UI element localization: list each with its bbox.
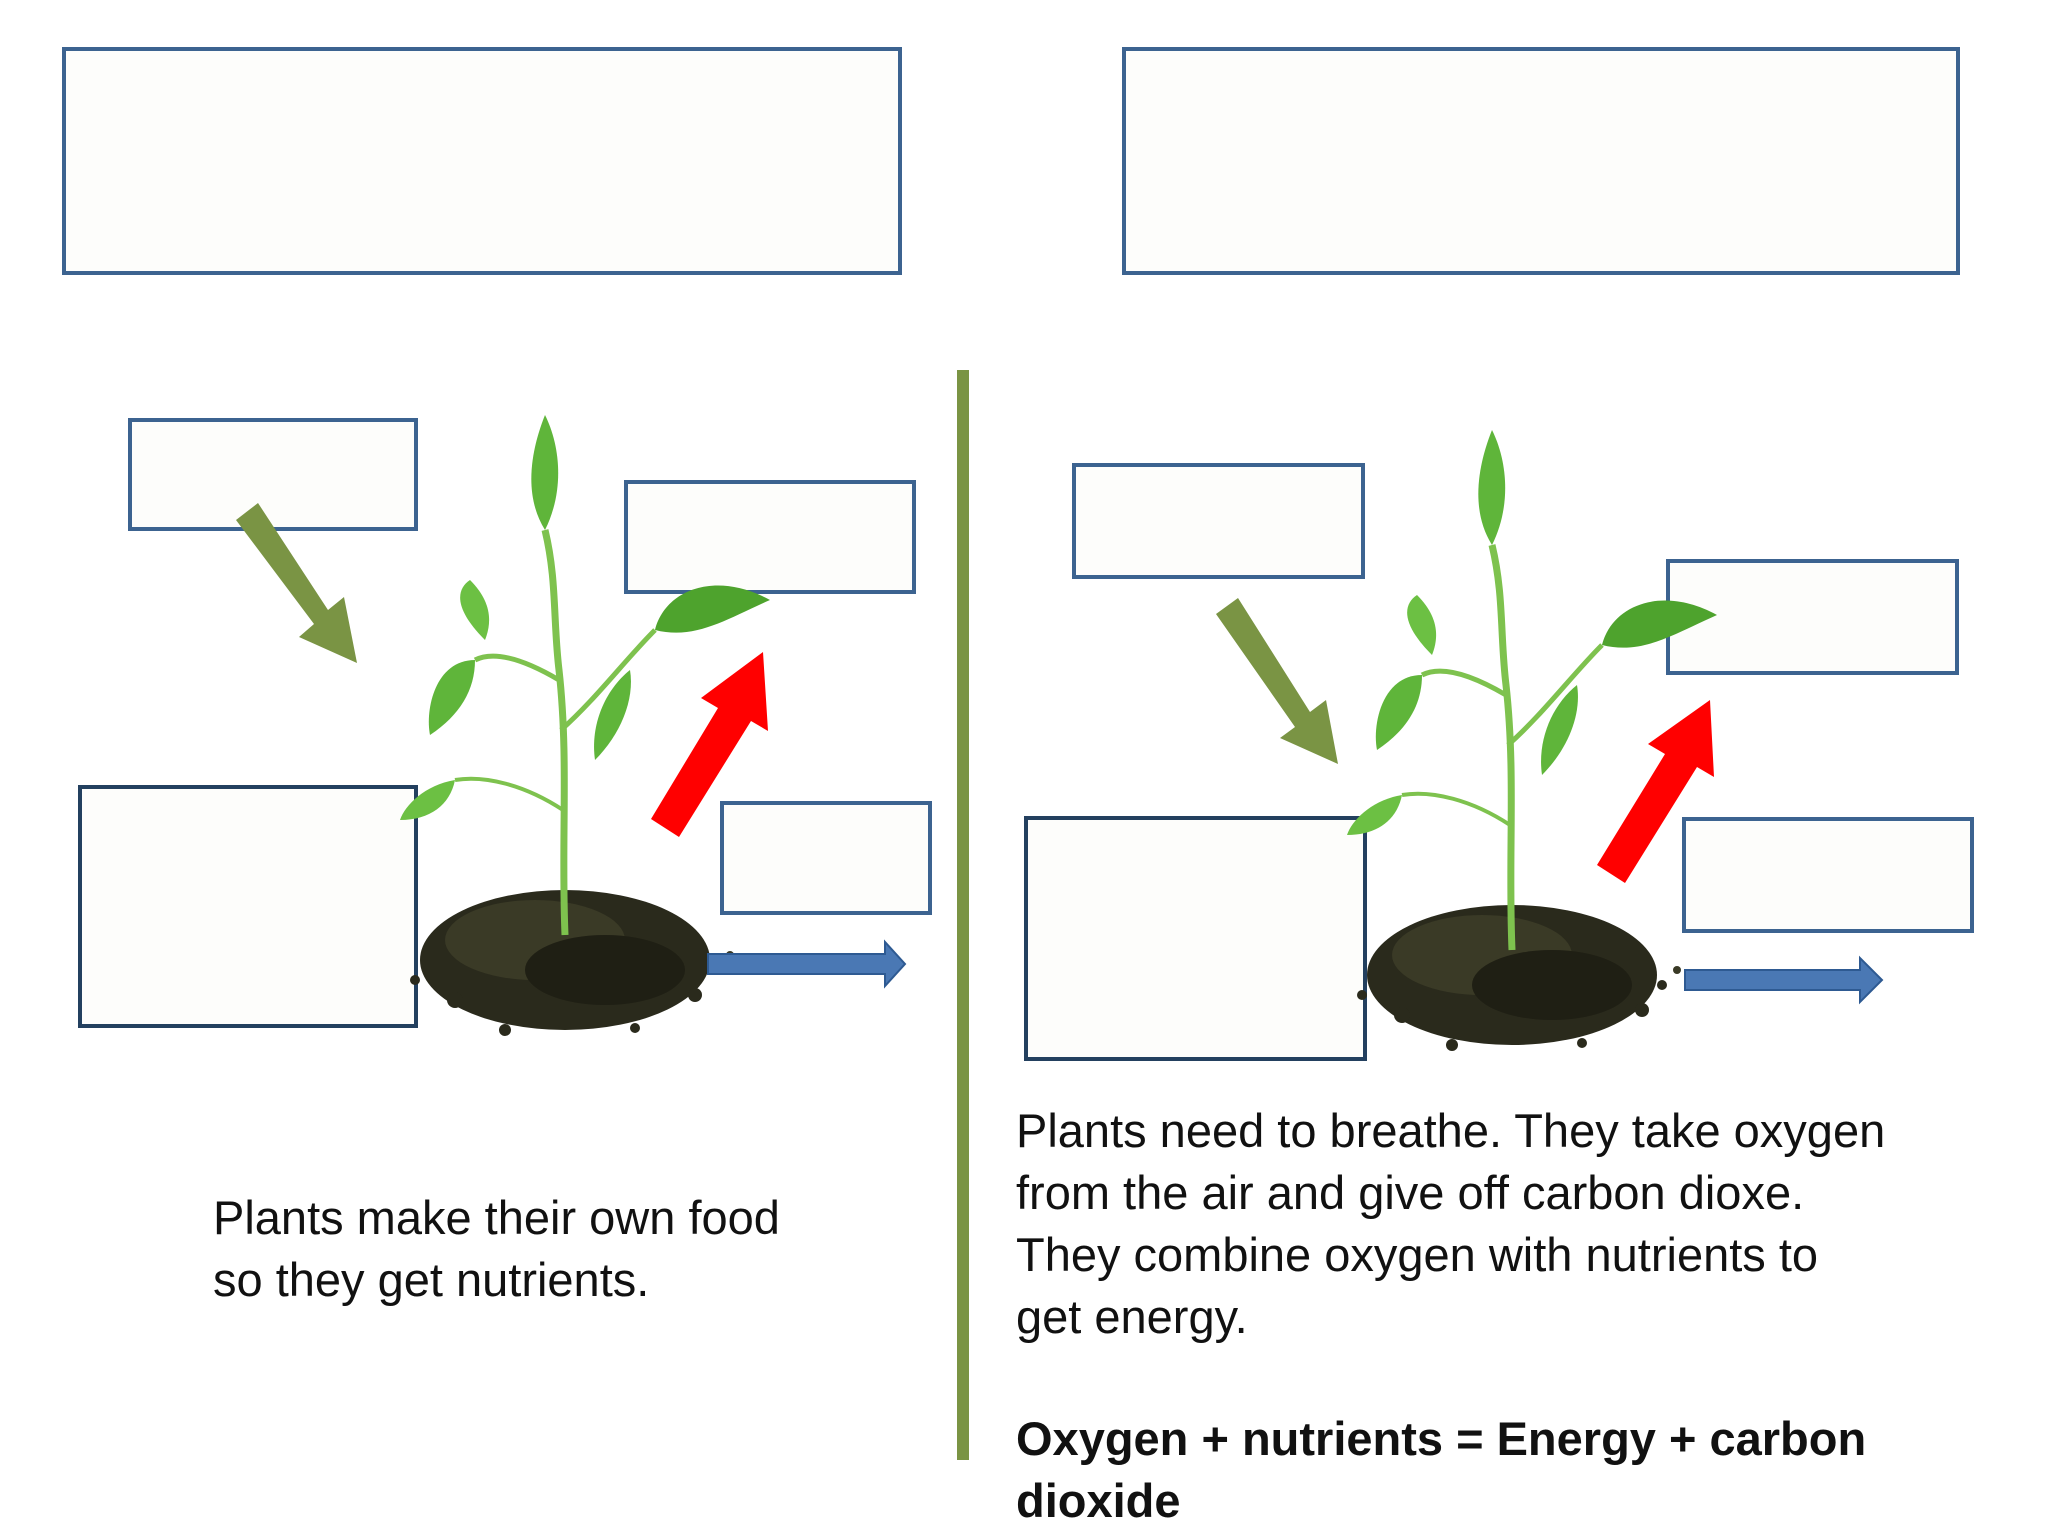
right-up-arrow-icon <box>1597 700 1714 883</box>
panel-divider <box>957 370 969 1460</box>
left-main-box[interactable] <box>78 785 418 1028</box>
right-output-bottom-label-box[interactable] <box>1682 817 1974 933</box>
left-input-arrow-icon <box>236 503 357 663</box>
left-right-arrow-icon <box>707 939 907 989</box>
left-up-arrow-icon <box>651 652 768 837</box>
right-title-box[interactable] <box>1122 47 1960 275</box>
left-output-bottom-label-box[interactable] <box>720 801 932 915</box>
right-right-arrow-icon <box>1684 955 1884 1005</box>
right-main-box[interactable] <box>1024 816 1367 1061</box>
left-title-box[interactable] <box>62 47 902 275</box>
right-description: Plants need to breathe. They take oxygen… <box>1016 1104 1886 1343</box>
right-output-top-label-box[interactable] <box>1666 559 1959 675</box>
left-input-label-box[interactable] <box>128 418 418 531</box>
equation: Oxygen + nutrients = Energy + carbon dio… <box>1016 1412 1867 1527</box>
right-input-label-box[interactable] <box>1072 463 1365 579</box>
left-description: Plants make their own food so they get n… <box>213 1191 780 1306</box>
left-output-top-label-box[interactable] <box>624 480 916 594</box>
right-input-arrow-icon <box>1216 598 1338 764</box>
